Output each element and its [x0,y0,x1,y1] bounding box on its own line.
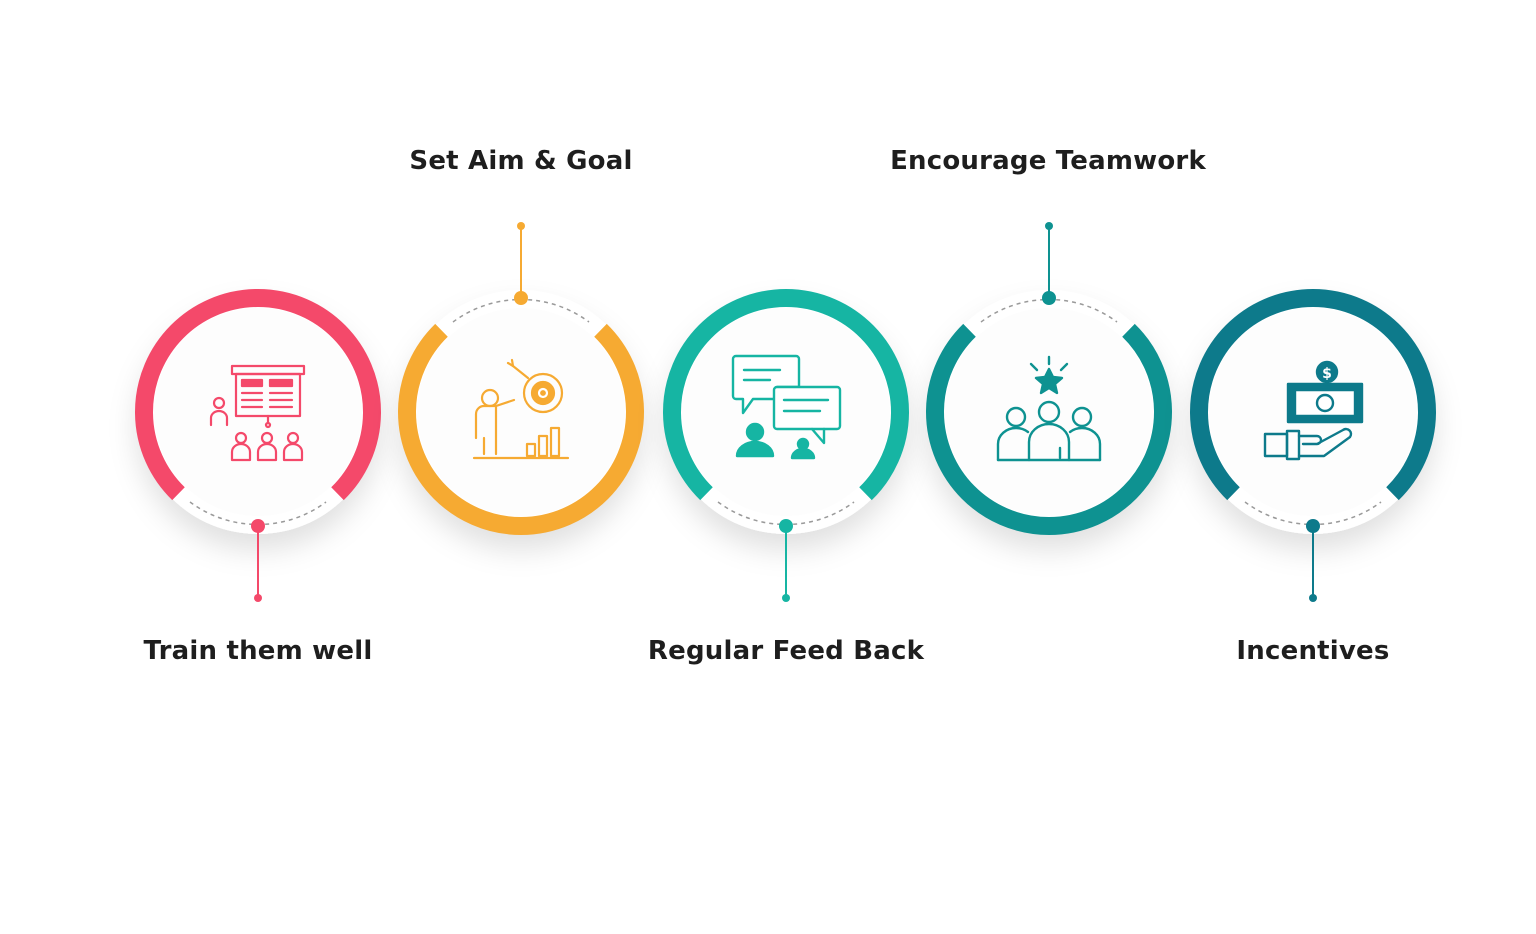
step-aim-goal [398,222,644,535]
training-presentation-icon [209,364,306,462]
step-label-aim-goal: Set Aim & Goal [409,146,633,176]
step-label-feedback: Regular Feed Back [647,636,925,666]
step-feedback [663,289,909,602]
step-label-incentives: Incentives [1236,636,1390,666]
step-teamwork [926,222,1172,535]
step-label-train: Train them well [143,636,373,666]
chat-feedback-icon [731,354,842,460]
step-incentives: $ [1190,289,1436,602]
svg-text:$: $ [1322,366,1332,382]
target-goal-icon [472,358,570,460]
money-hand-icon: $ [1263,360,1364,461]
team-star-icon [996,355,1102,462]
step-label-teamwork: Encourage Teamwork [890,146,1206,176]
step-train [135,289,381,602]
